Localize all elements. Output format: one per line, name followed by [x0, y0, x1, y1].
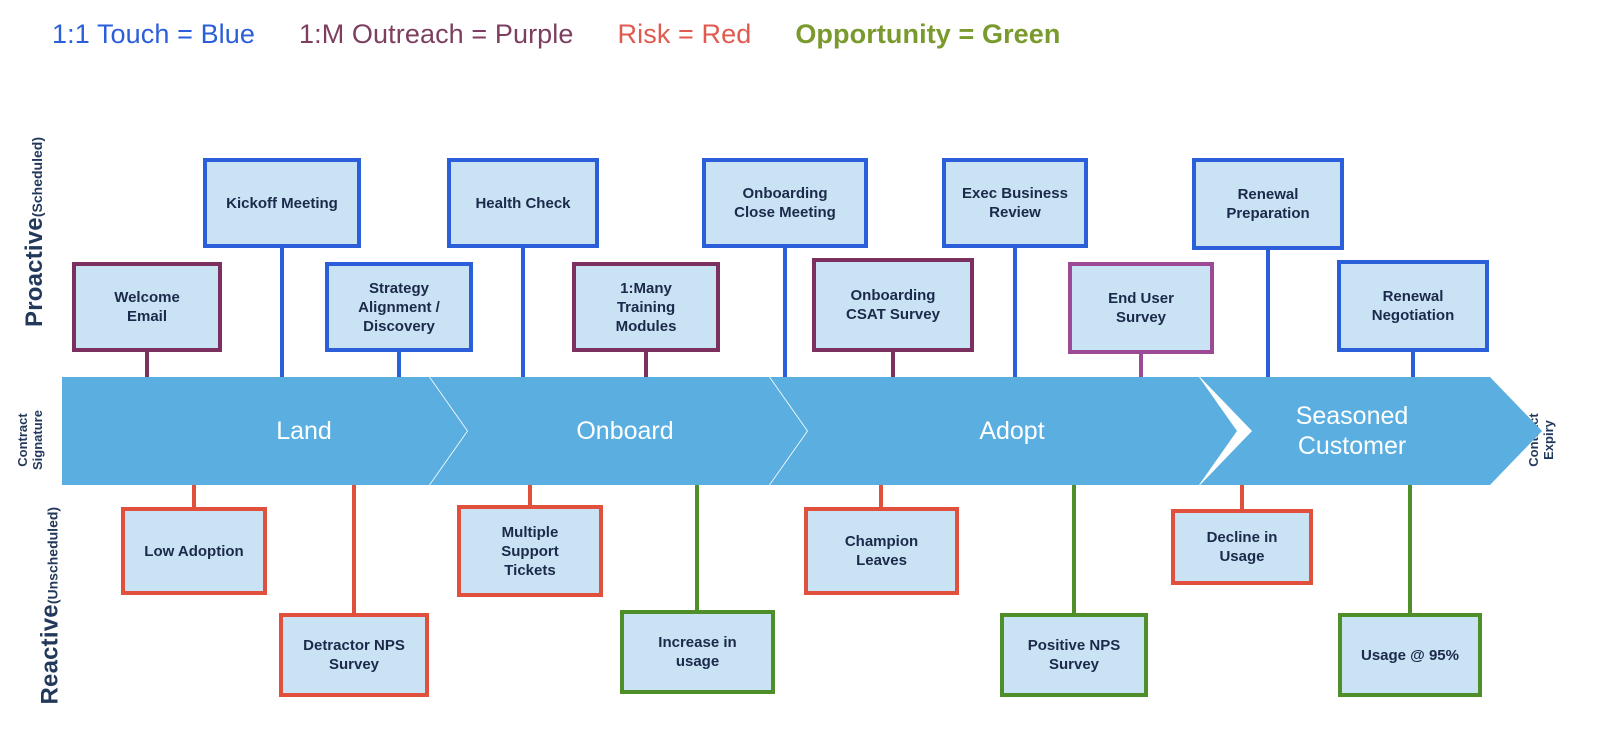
stage-seasoned-customer-shape — [1200, 377, 1542, 485]
node-health-check[interactable]: Health Check — [447, 158, 599, 248]
axis-label-proactive-title: Proactive — [21, 217, 48, 327]
node-one-to-many-training-modules-connector — [644, 352, 648, 377]
node-usage-at-95-percent[interactable]: Usage @ 95% — [1338, 613, 1482, 697]
node-low-adoption[interactable]: Low Adoption — [121, 507, 267, 595]
node-usage-at-95-percent-connector — [1408, 485, 1412, 613]
node-strategy-alignment-discovery-connector — [397, 352, 401, 377]
node-health-check-connector — [521, 248, 525, 377]
axis-label-reactive-title: Reactive — [36, 604, 64, 705]
node-exec-business-review[interactable]: Exec Business Review — [942, 158, 1088, 248]
node-end-user-survey-connector — [1139, 354, 1143, 377]
node-onboarding-csat-survey[interactable]: Onboarding CSAT Survey — [812, 258, 974, 352]
axis-label-reactive: Reactive(Unscheduled) — [36, 507, 65, 705]
node-renewal-preparation-connector — [1266, 250, 1270, 377]
node-renewal-preparation[interactable]: Renewal Preparation — [1192, 158, 1344, 250]
node-renewal-negotiation[interactable]: Renewal Negotiation — [1337, 260, 1489, 352]
node-strategy-alignment-discovery[interactable]: Strategy Alignment / Discovery — [325, 262, 473, 352]
node-onboarding-csat-survey-connector — [891, 352, 895, 377]
legend-risk: Risk = Red — [617, 18, 752, 49]
node-kickoff-meeting-connector — [280, 248, 284, 377]
axis-label-proactive-sub: (Scheduled) — [29, 137, 45, 218]
axis-label-reactive-sub: (Unscheduled) — [44, 506, 61, 605]
node-welcome-email[interactable]: Welcome Email — [72, 262, 222, 352]
node-exec-business-review-connector — [1013, 248, 1017, 377]
legend: 1:1 Touch = Blue 1:M Outreach = Purple R… — [52, 12, 1061, 56]
legend-one-to-many-outreach: 1:M Outreach = Purple — [299, 18, 574, 49]
node-renewal-negotiation-connector — [1411, 352, 1415, 377]
stage-onboard-shape — [430, 377, 807, 485]
node-positive-nps-survey[interactable]: Positive NPS Survey — [1000, 613, 1148, 697]
node-kickoff-meeting[interactable]: Kickoff Meeting — [203, 158, 361, 248]
stage-land-shape — [62, 377, 467, 485]
node-multiple-support-tickets-connector — [528, 485, 532, 505]
marker-contract-signature: Contract Signature — [15, 410, 45, 470]
node-multiple-support-tickets[interactable]: Multiple Support Tickets — [457, 505, 603, 597]
node-onboarding-close-meeting-connector — [783, 248, 787, 377]
node-onboarding-close-meeting[interactable]: Onboarding Close Meeting — [702, 158, 868, 248]
node-positive-nps-survey-connector — [1072, 485, 1076, 613]
node-detractor-nps-survey-connector — [352, 485, 356, 613]
node-increase-in-usage[interactable]: Increase in usage — [620, 610, 775, 694]
axis-label-proactive: Proactive(Scheduled) — [21, 137, 49, 327]
node-welcome-email-connector — [145, 352, 149, 377]
legend-opportunity: Opportunity = Green — [795, 18, 1061, 49]
node-champion-leaves[interactable]: Champion Leaves — [804, 507, 959, 595]
legend-one-to-one-touch: 1:1 Touch = Blue — [52, 18, 256, 49]
node-decline-in-usage[interactable]: Decline in Usage — [1171, 509, 1313, 585]
node-end-user-survey[interactable]: End User Survey — [1068, 262, 1214, 354]
node-increase-in-usage-connector — [695, 485, 699, 610]
node-low-adoption-connector — [192, 485, 196, 507]
stage-adopt-shape — [770, 377, 1237, 485]
node-detractor-nps-survey[interactable]: Detractor NPS Survey — [279, 613, 429, 697]
node-one-to-many-training-modules[interactable]: 1:Many Training Modules — [572, 262, 720, 352]
node-champion-leaves-connector — [879, 485, 883, 507]
node-decline-in-usage-connector — [1240, 485, 1244, 509]
